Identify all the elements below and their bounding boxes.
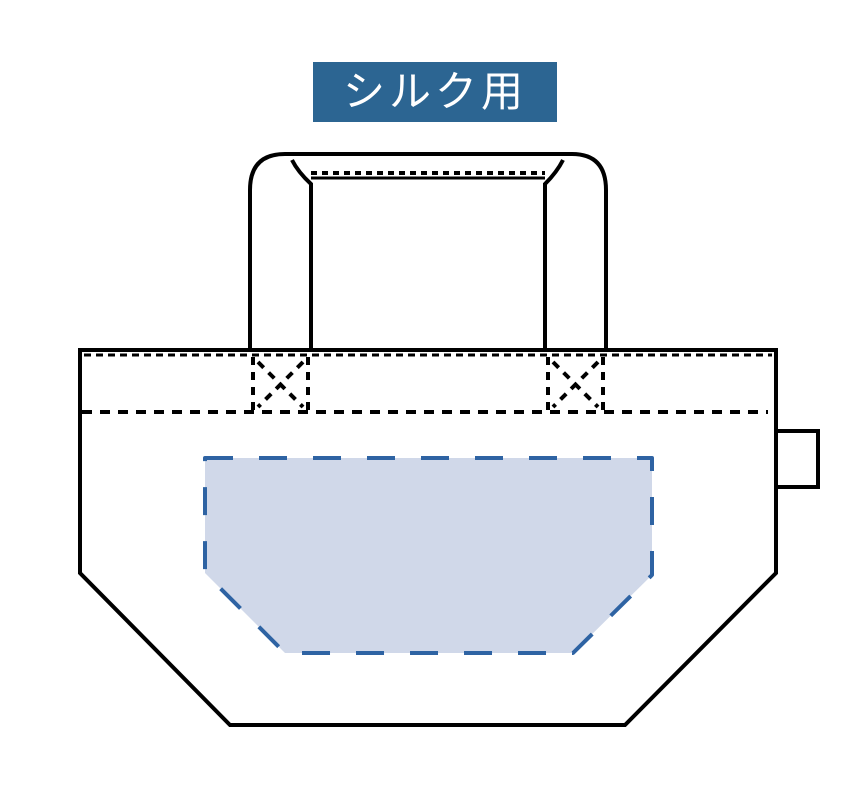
handle-inner-right [543,159,565,350]
left-handle-cross-stitch [251,357,310,412]
silk-print-label: シルク用 [313,62,557,122]
handle [248,152,608,350]
right-handle-cross-stitch [546,357,605,412]
handle-inner-left [290,159,313,350]
silk-print-area [203,456,654,655]
handle-outer [248,152,608,350]
label-text: シルク用 [342,67,527,116]
side-tab [774,429,820,489]
